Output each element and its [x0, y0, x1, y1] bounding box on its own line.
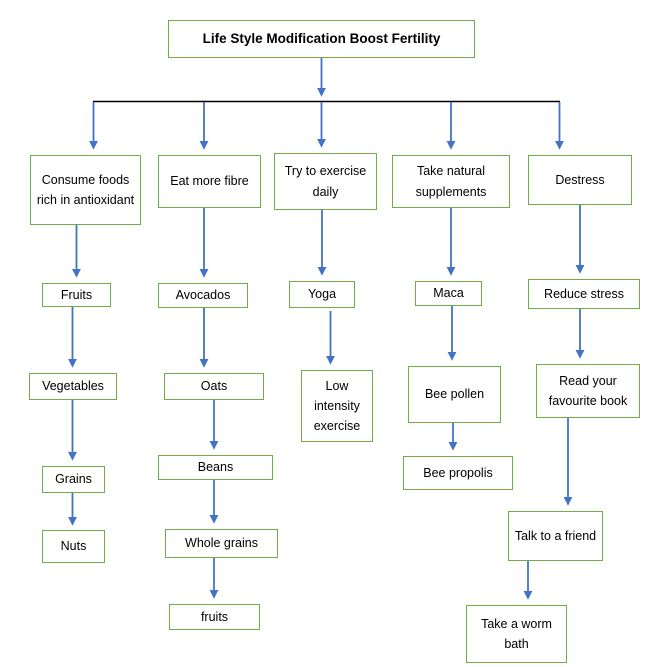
node-fruits: Fruits [42, 283, 111, 307]
node-consume-antioxidant: Consume foods rich in antioxidant [30, 155, 141, 225]
node-yoga: Yoga [289, 281, 355, 308]
node-reduce-stress: Reduce stress [528, 279, 640, 309]
node-low-intensity: Low intensity exercise [301, 370, 373, 442]
node-grains: Grains [42, 466, 105, 493]
node-worm-bath: Take a worm bath [466, 605, 567, 663]
node-eat-fibre: Eat more fibre [158, 155, 261, 208]
node-supplements: Take natural supplements [392, 155, 510, 208]
node-title: Life Style Modification Boost Fertility [168, 20, 475, 58]
node-nuts: Nuts [42, 530, 105, 563]
node-beans: Beans [158, 455, 273, 480]
node-read-book: Read your favourite book [536, 364, 640, 418]
node-avocados: Avocados [158, 283, 248, 308]
node-whole-grains: Whole grains [165, 529, 278, 558]
node-oats: Oats [164, 373, 264, 400]
node-talk-friend: Talk to a friend [508, 511, 603, 561]
node-bee-propolis: Bee propolis [403, 456, 513, 490]
node-bee-pollen: Bee pollen [408, 366, 501, 423]
node-maca: Maca [415, 281, 482, 306]
node-fruits-lower: fruits [169, 604, 260, 630]
node-destress: Destress [528, 155, 632, 205]
node-vegetables: Vegetables [29, 373, 117, 400]
node-exercise-daily: Try to exercise daily [274, 153, 377, 210]
